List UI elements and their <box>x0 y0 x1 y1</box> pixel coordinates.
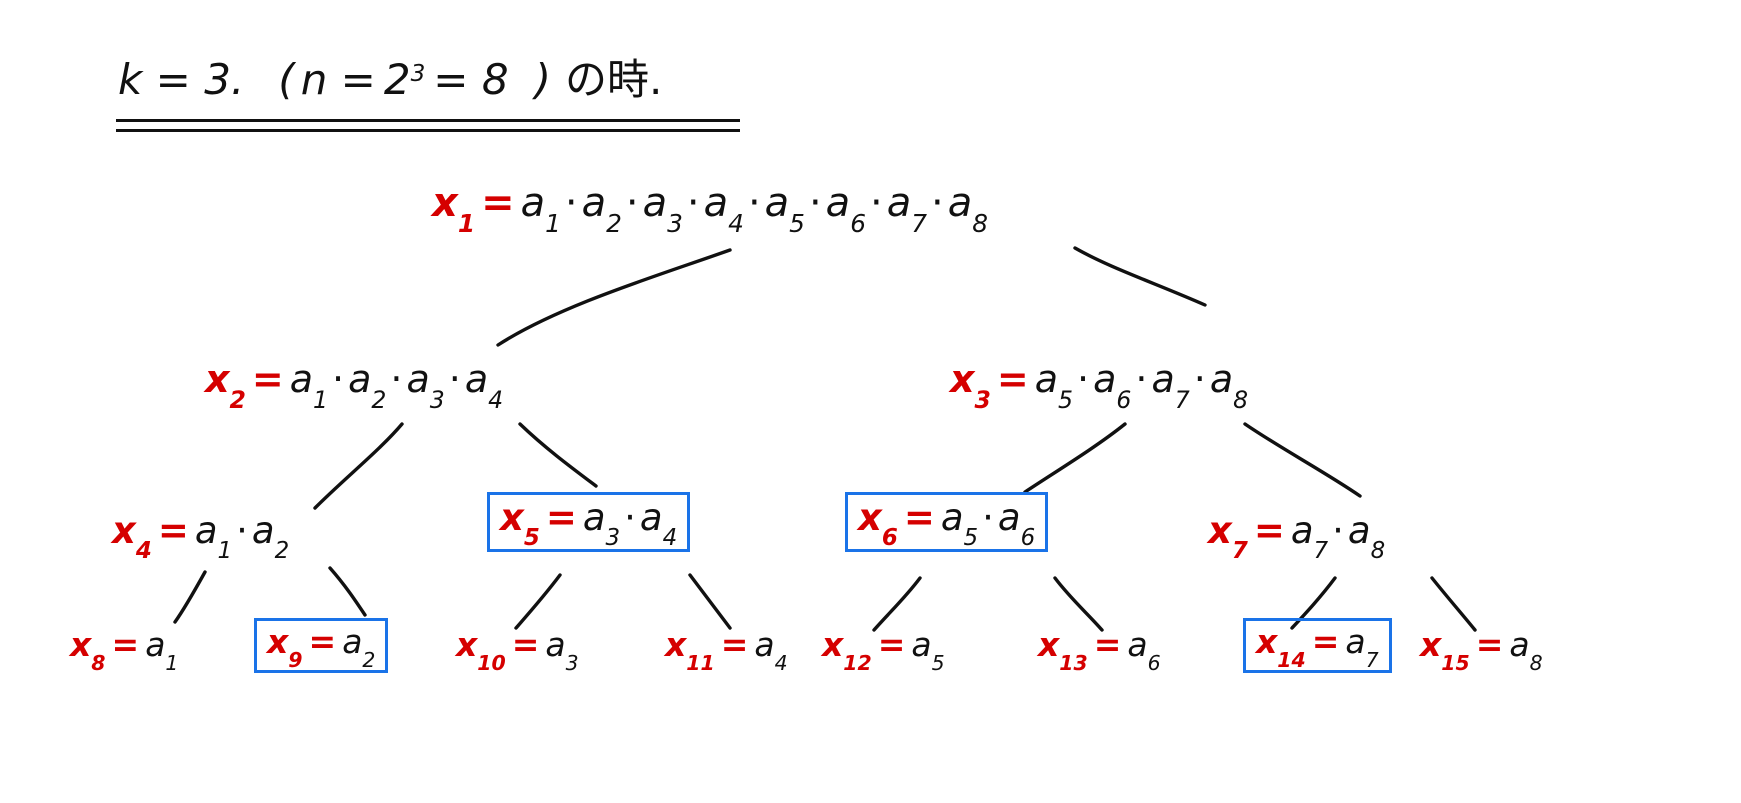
node-terms-x7: a7·a8 <box>1290 509 1386 565</box>
title-japanese-suffix: の時. <box>564 55 663 104</box>
tree-node-x5[interactable]: x5 = a3·a4 <box>487 492 691 553</box>
equals-sign-x14: = <box>1311 622 1340 661</box>
equals-sign-x12: = <box>877 625 906 664</box>
edge-x1-x2 <box>496 248 732 347</box>
tree-node-x7[interactable]: x7 = a7·a8 <box>1208 509 1386 565</box>
tree-node-x13[interactable]: x13 = a6 <box>1038 625 1161 675</box>
edge-x4-x9 <box>328 566 367 617</box>
edge-x5-x10 <box>514 573 562 630</box>
title-k-part: k = 3. <box>118 55 245 104</box>
equals-sign-x13: = <box>1093 625 1122 664</box>
equals-sign-x7: = <box>1253 509 1285 552</box>
tree-node-x9[interactable]: x9 = a2 <box>254 618 389 674</box>
node-label-x12: x12 <box>822 625 872 675</box>
node-terms-x13: a6 <box>1127 625 1161 675</box>
node-label-x1: x1 <box>432 180 476 239</box>
edge-x3-x6 <box>1023 422 1127 494</box>
tree-node-x3[interactable]: x3 = a5·a6·a7·a8 <box>950 357 1249 414</box>
tree-node-x15[interactable]: x15 = a8 <box>1420 625 1543 675</box>
node-label-x6: x6 <box>858 496 898 552</box>
node-terms-x14: a7 <box>1345 622 1379 672</box>
tree-node-x12[interactable]: x12 = a5 <box>822 625 945 675</box>
node-terms-x4: a1·a2 <box>194 509 290 565</box>
edge-x2-x5 <box>518 422 598 488</box>
tree-node-x14[interactable]: x14 = a7 <box>1243 618 1392 674</box>
node-terms-x8: a1 <box>145 625 179 675</box>
tree-node-x4[interactable]: x4 = a1·a2 <box>112 509 290 565</box>
equals-sign-x5: = <box>545 496 577 539</box>
tree-node-x6[interactable]: x6 = a5·a6 <box>845 492 1049 553</box>
title-underline <box>116 119 740 132</box>
tree-node-x2[interactable]: x2 = a1·a2·a3·a4 <box>205 357 504 414</box>
title-exponent: 3 <box>410 61 426 88</box>
edge-x4-x8 <box>173 570 207 624</box>
node-label-x9: x9 <box>267 622 303 672</box>
equals-sign-x2: = <box>251 357 284 401</box>
tree-node-x8[interactable]: x8 = a1 <box>70 625 179 675</box>
node-terms-x15: a8 <box>1509 625 1543 675</box>
node-label-x8: x8 <box>70 625 106 675</box>
title-paren-close: ) <box>534 55 551 104</box>
tree-node-x11[interactable]: x11 = a4 <box>665 625 788 675</box>
node-terms-x11: a4 <box>754 625 788 675</box>
equals-sign-x4: = <box>157 509 189 552</box>
node-terms-x2: a1·a2·a3·a4 <box>289 357 504 414</box>
edge-x2-x4 <box>313 422 404 510</box>
equals-sign-x11: = <box>720 625 749 664</box>
node-label-x7: x7 <box>1208 509 1248 565</box>
node-label-x3: x3 <box>950 357 991 414</box>
tree-node-x1[interactable]: x1 = a1·a2·a3·a4·a5·a6·a7·a8 <box>432 180 988 239</box>
node-label-x5: x5 <box>500 496 540 552</box>
node-terms-x6: a5·a6 <box>940 496 1036 552</box>
edge-x3-x7 <box>1243 422 1362 498</box>
equals-sign-x9: = <box>308 622 337 661</box>
node-label-x14: x14 <box>1256 622 1306 672</box>
tree-node-x10[interactable]: x10 = a3 <box>456 625 579 675</box>
node-label-x10: x10 <box>456 625 506 675</box>
node-terms-x12: a5 <box>911 625 945 675</box>
node-terms-x1: a1·a2·a3·a4·a5·a6·a7·a8 <box>520 180 988 239</box>
node-terms-x10: a3 <box>545 625 579 675</box>
node-terms-x9: a2 <box>342 622 376 672</box>
node-label-x2: x2 <box>205 357 246 414</box>
edge-x5-x11 <box>688 573 732 630</box>
title-equals-eight: = 8 <box>433 55 509 104</box>
node-terms-x5: a3·a4 <box>582 496 678 552</box>
edge-x6-x12 <box>872 576 922 632</box>
node-label-x11: x11 <box>665 625 715 675</box>
equals-sign-x3: = <box>996 357 1029 401</box>
equals-sign-x15: = <box>1475 625 1504 664</box>
equals-sign-x10: = <box>511 625 540 664</box>
node-terms-x3: a5·a6·a7·a8 <box>1034 357 1249 414</box>
edge-x6-x13 <box>1053 576 1104 632</box>
edge-x1-x3 <box>1073 246 1207 307</box>
title-n-equals: n = <box>300 55 376 104</box>
edge-x7-x15 <box>1430 576 1477 632</box>
node-label-x13: x13 <box>1038 625 1088 675</box>
title-base: 2 <box>383 55 411 104</box>
title-paren-open: ( <box>278 55 295 104</box>
node-label-x4: x4 <box>112 509 152 565</box>
equals-sign-x1: = <box>481 180 515 226</box>
equals-sign-x6: = <box>903 496 935 539</box>
node-label-x15: x15 <box>1420 625 1470 675</box>
equals-sign-x8: = <box>111 625 140 664</box>
